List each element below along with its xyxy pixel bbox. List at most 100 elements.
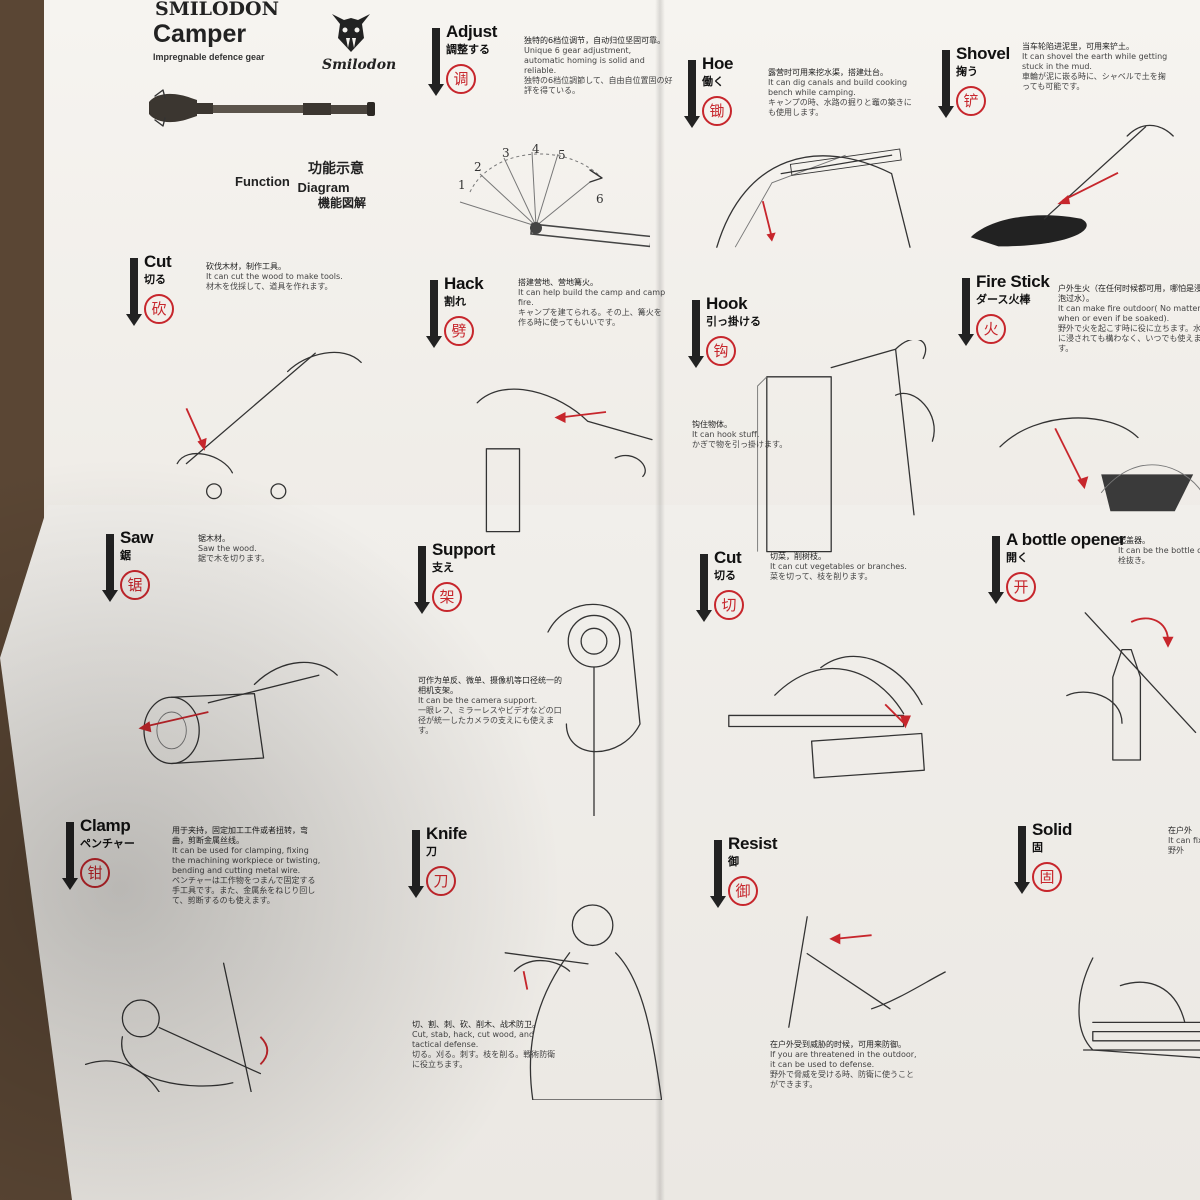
panel-title-jp: 切る — [144, 273, 166, 286]
panel-seal-icon: 架 — [432, 582, 462, 612]
panel-adjust: Adjust 調整する调 独特的6档位调节，自动归位坚固可靠。Unique 6 ge… — [428, 22, 692, 278]
panel-seal-icon: 锄 — [702, 96, 732, 126]
panel-seal-icon: 钳 — [80, 858, 110, 888]
panel-marker-icon — [938, 50, 954, 118]
panel-description: 锯木材。Saw the wood.鋸で木を切ります。 — [198, 534, 348, 564]
panel-title-jp: ダース火棒 — [976, 293, 1031, 306]
panel-seal-icon: 铲 — [956, 86, 986, 116]
panel-description: 可作为单反、微单、摄像机等口径统一的相机支架。It can be the cam… — [418, 676, 568, 736]
panel-title: Shovel — [956, 44, 1010, 63]
panel-title: Solid — [1032, 820, 1073, 839]
panel-description: 露营时可用来挖水渠，搭建灶台。It can dig canals and bui… — [768, 68, 918, 118]
panel-title-jp: 働く — [702, 75, 724, 88]
panel-marker-icon — [958, 278, 974, 346]
panel-illustration — [138, 661, 338, 765]
panel-title-jp: 掬う — [956, 65, 978, 78]
adjust-fan-illustration — [459, 151, 650, 248]
panel-description: 切菜，削树枝。It can cut vegetables or branches… — [770, 552, 920, 582]
panel-title: A bottle opener — [1006, 530, 1126, 549]
panel-title-jp: 切る — [714, 569, 736, 582]
panel-hoe: Hoe 働く锄 露营时可用来挖水渠，搭建灶台。It can dig canals a… — [684, 54, 948, 310]
shovel-tool-icon — [149, 89, 375, 127]
panel-illustration — [84, 962, 269, 1092]
panel-description: 户外生火（在任何时候都可用，哪怕是浸泡过水）。It can make fire … — [1058, 284, 1200, 354]
panel-title-jp: 御 — [728, 855, 739, 868]
header: SMILODON Camper Impregnable defence gear… — [149, 0, 410, 220]
panel-marker-icon — [688, 300, 704, 368]
panel-desc-jp: キャンプの時、水路の掘りと竈の築きにも使用します。 — [768, 98, 912, 117]
panel-desc-jp: 栓抜き。 — [1118, 556, 1150, 565]
panel-seal-icon: 开 — [1006, 572, 1036, 602]
panel-desc-en: Unique 6 gear adjustment, automatic homi… — [524, 46, 645, 75]
adjust-step-5: 5 — [558, 148, 566, 162]
panel-desc-cn: 搭建营地、营地篝火。 — [518, 278, 598, 287]
panel-desc-en: It can cut the wood to make tools. — [206, 272, 343, 281]
panel-desc-cn: 户外生火（在任何时候都可用，哪怕是浸泡过水）。 — [1058, 284, 1200, 303]
panel-desc-en: It can fixation injury — [1168, 836, 1200, 845]
panel-desc-cn: 砍伐木材，制作工具。 — [206, 262, 286, 271]
panel-title: Hoe — [702, 54, 734, 73]
adjust-step-4: 4 — [532, 142, 540, 156]
panel-description: 切、割、刺、砍、削木、战术防卫。Cut, stab, hack, cut woo… — [412, 1020, 562, 1070]
panel-seal-icon: 切 — [714, 590, 744, 620]
panel-title: Support — [432, 540, 496, 559]
panel-desc-jp: 一眼レフ、ミラーレスやビデオなどの口径が統一したカメラの支えにも使えます。 — [418, 706, 562, 735]
panel-desc-cn: 独特的6档位调节，自动归位坚固可靠。 — [524, 36, 666, 45]
leaflet-top-sheet — [44, 0, 1200, 530]
panel-description: 当车轮陷进泥里，可用来铲土。It can shovel the earth wh… — [1022, 42, 1172, 92]
panel-desc-en: It can shovel the earth while getting st… — [1022, 52, 1168, 71]
panel-seal-icon: 钩 — [706, 336, 736, 366]
func-title-jp: 機能図解 — [318, 196, 367, 210]
panel-illustration — [504, 904, 662, 1100]
panel-illustration — [970, 124, 1174, 247]
panel-desc-jp: 材木を伐採して、道具を作れます。 — [206, 282, 333, 291]
panel-illustration — [757, 340, 935, 553]
panel-illustration — [1078, 957, 1200, 1059]
panel-illustration — [728, 655, 925, 779]
panel-title-jp: 支え — [432, 561, 454, 574]
panel-marker-icon — [1014, 826, 1030, 894]
panel-description: 起盖器。It can be the bottle opener.栓抜き。 — [1118, 536, 1200, 566]
panel-description: 钩住物体。It can hook stuff.かぎで物を引っ掛けます。 — [692, 420, 842, 450]
panel-desc-en: Cut, stab, hack, cut wood, and tactical … — [412, 1030, 535, 1049]
panel-seal-icon: 御 — [728, 876, 758, 906]
panel-title-jp: 開く — [1006, 551, 1028, 564]
panel-desc-jp: 野外で火を起こす時に役に立ちます。水に浸されても構わなく、いつでも使えます。 — [1058, 324, 1200, 353]
panel-desc-cn: 可作为单反、微单、摄像机等口径统一的相机支架。 — [418, 676, 562, 695]
adjust-diagram: 1 2 3 4 5 6 — [440, 130, 650, 250]
panel-desc-cn: 起盖器。 — [1118, 536, 1150, 545]
panel-desc-jp: かぎで物を引っ掛けます。 — [692, 440, 788, 449]
panel-title: Resist — [728, 834, 778, 853]
panel-desc-cn: 在户外 — [1168, 826, 1192, 835]
product-name: Camper — [153, 20, 247, 48]
panel-seal-icon: 砍 — [144, 294, 174, 324]
panel-desc-cn: 当车轮陷进泥里，可用来铲土。 — [1022, 42, 1134, 51]
panel-seal-icon: 调 — [446, 64, 476, 94]
panel-title: Adjust — [446, 22, 498, 41]
func-title-cn: 功能示意 — [308, 161, 364, 177]
panel-desc-en: It can hook stuff. — [692, 430, 760, 439]
panel-seal-icon: 劈 — [444, 316, 474, 346]
func-title-en: Function Diagram — [235, 174, 350, 195]
panel-desc-en: It can be the bottle opener. — [1118, 546, 1200, 555]
panel-desc-jp: 車輪が泥に嵌る時に、シャベルで土を掬っても可能です。 — [1022, 72, 1166, 91]
panel-desc-cn: 锯木材。 — [198, 534, 230, 543]
panel-desc-cn: 用于夹持，固定加工工件或者扭转，弯曲，剪断金属丝线。 — [172, 826, 308, 845]
func-title-en-2: Diagram — [297, 180, 350, 195]
panel-title-jp: 調整する — [446, 43, 490, 56]
panel-desc-jp: ペンチャーは工作物をつまんで固定する手工具です。また、金属糸をねじり回して、剪断… — [172, 876, 316, 905]
func-title-en-1: Function — [235, 174, 290, 189]
panel-support: Support 支え架可作为单反、微单、摄像机等口径统一的相机支架。It can … — [414, 540, 678, 816]
panel-desc-cn: 在户外受到威胁的时候，可用来防御。 — [770, 1040, 906, 1049]
panel-description: 用于夹持，固定加工工件或者扭转，弯曲，剪断金属丝线。It can be used… — [172, 826, 322, 906]
panel-illustration — [476, 388, 653, 533]
panel-desc-jp: 菜を切って、枝を削ります。 — [770, 572, 873, 581]
panel-desc-en: It can make fire outdoor( No matter when… — [1058, 304, 1200, 323]
